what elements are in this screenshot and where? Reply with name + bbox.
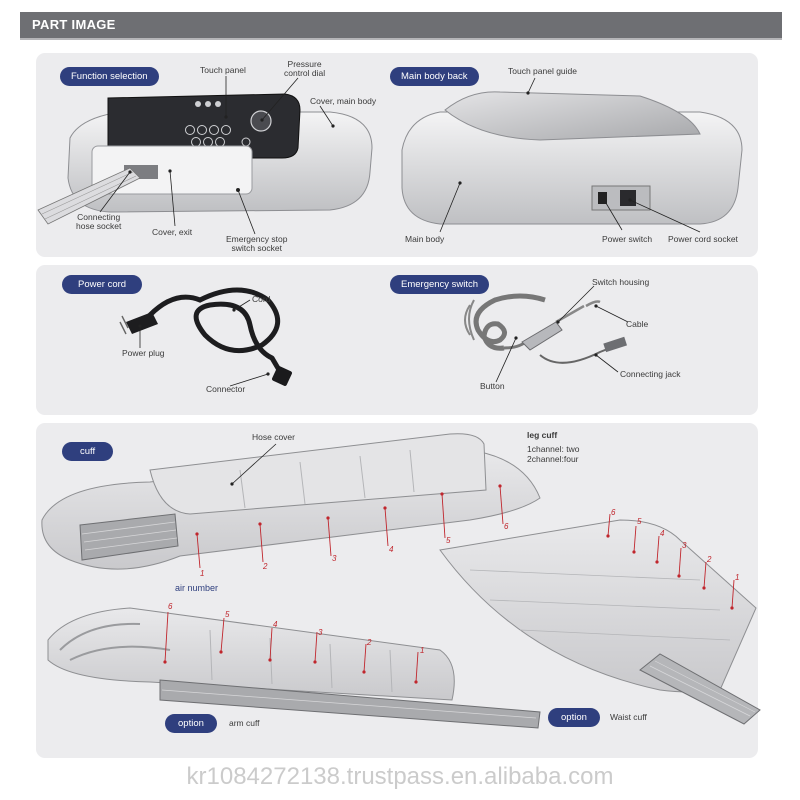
leader-lines-cuff xyxy=(230,443,277,486)
tag-power-cord: Power cord xyxy=(62,275,143,294)
arm-air-number-5: 5 xyxy=(225,610,230,619)
label-leg-cuff-line1: 1channel: two xyxy=(527,444,580,454)
label-air-number: air number xyxy=(175,583,219,593)
tag-option-arm: option xyxy=(165,714,217,733)
leg-air-number-4: 4 xyxy=(389,545,394,554)
label-power-switch: Power switch xyxy=(602,234,653,244)
waist-air-number-5: 5 xyxy=(637,517,642,526)
arm-air-number-2: 2 xyxy=(367,638,372,647)
label-pressure-control-dial: Pressure control dial xyxy=(284,59,326,78)
arm-air-number-6: 6 xyxy=(168,602,173,611)
waist-air-number-6: 6 xyxy=(611,508,616,517)
arm-air-number-4: 4 xyxy=(273,620,278,629)
leg-air-number-5: 5 xyxy=(446,536,451,545)
label-cover-exit: Cover, exit xyxy=(152,227,193,237)
watermark: kr1084272138.trustpass.en.alibaba.com xyxy=(186,763,614,790)
tag-main-body-back: Main body back xyxy=(390,67,479,86)
label-leg-cuff-line2: 2channel:four xyxy=(527,454,579,464)
label-switch-housing: Switch housing xyxy=(592,277,650,287)
header-divider xyxy=(20,38,782,40)
tag-emergency-switch: Emergency switch xyxy=(390,275,490,294)
label-waist-cuff: Waist cuff xyxy=(610,712,647,722)
label-connecting-hose-socket: Connecting hose socket xyxy=(76,212,122,231)
waist-air-number-4: 4 xyxy=(660,529,665,538)
leg-air-number-2: 2 xyxy=(263,562,268,571)
leader-lines-top-left xyxy=(99,76,335,235)
waist-air-number-2: 2 xyxy=(707,555,712,564)
main-unit-back-illustration xyxy=(401,91,743,225)
main-unit-front-illustration xyxy=(37,93,373,225)
leader-lines-cords xyxy=(138,285,629,387)
arm-air-number-1: 1 xyxy=(420,646,425,655)
tag-function-selection: Function selection xyxy=(60,67,159,86)
part-image-header: PART IMAGE xyxy=(20,12,782,38)
label-arm-cuff: arm cuff xyxy=(229,718,260,728)
label-hose-cover: Hose cover xyxy=(252,432,295,442)
label-power-cord-socket: Power cord socket xyxy=(668,234,738,244)
leg-cuff-illustration xyxy=(41,433,541,570)
label-touch-panel: Touch panel xyxy=(200,65,246,75)
arm-air-number-3: 3 xyxy=(318,628,323,637)
waist-air-number-3: 3 xyxy=(682,541,687,550)
tag-option-waist: option xyxy=(548,708,600,727)
header-title: PART IMAGE xyxy=(32,17,116,32)
leg-air-number-6: 6 xyxy=(504,522,509,531)
label-emergency-stop-switch-socket: Emergency stop switch socket xyxy=(226,234,288,253)
label-main-body: Main body xyxy=(405,234,445,244)
label-power-plug: Power plug xyxy=(122,348,165,358)
tag-cuff: cuff xyxy=(62,442,114,461)
label-connecting-jack: Connecting jack xyxy=(620,369,681,379)
power-cord-illustration xyxy=(119,287,292,386)
arm-cuff-illustration xyxy=(47,607,541,729)
waist-air-number-1: 1 xyxy=(735,573,740,582)
label-cover-main-body: Cover, main body xyxy=(310,96,377,106)
leg-air-number-3: 3 xyxy=(332,554,337,563)
air-chamber-markers xyxy=(163,484,735,684)
waist-cuff-illustration xyxy=(439,519,761,725)
label-cable: Cable xyxy=(626,319,649,329)
label-button: Button xyxy=(480,381,505,391)
label-cord: Cord xyxy=(252,294,271,304)
leader-lines-top-right xyxy=(439,77,701,233)
emergency-switch-illustration xyxy=(464,293,628,364)
label-leg-cuff-title: leg cuff xyxy=(527,430,558,440)
leg-air-number-1: 1 xyxy=(200,569,205,578)
label-connector: Connector xyxy=(206,384,246,394)
label-touch-panel-guide: Touch panel guide xyxy=(508,66,578,76)
